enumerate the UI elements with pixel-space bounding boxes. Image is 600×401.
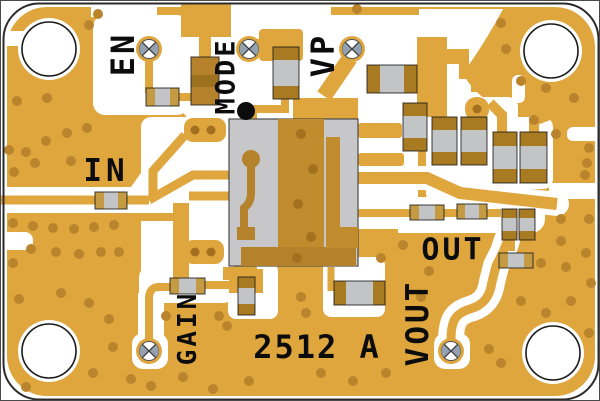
- label-out: OUT: [421, 233, 484, 268]
- label-part-number: 2512 A: [253, 328, 381, 366]
- pad-vias: [190, 104, 482, 257]
- component-resistor: [366, 64, 418, 94]
- component-capacitor: [431, 116, 458, 166]
- component-capacitor: [518, 208, 536, 241]
- test-point-en: [139, 39, 159, 59]
- label-in: IN: [83, 153, 128, 189]
- component-resistor: [409, 204, 445, 221]
- component-capacitor: [492, 131, 518, 184]
- component-capacitor: [460, 116, 488, 166]
- mounting-hole: [523, 23, 579, 79]
- test-point-vp: [342, 39, 362, 59]
- component-capacitor: [402, 102, 428, 152]
- test-point-gain: [139, 341, 159, 361]
- test-point-vout: [441, 341, 461, 361]
- pin1-marker-dot: [237, 102, 255, 120]
- component-resistor: [94, 191, 128, 210]
- component-resistor: [456, 203, 488, 220]
- label-mode: MODE: [211, 37, 242, 114]
- component-capacitor: [272, 46, 300, 100]
- label-en: EN: [104, 32, 142, 77]
- component-resistor: [145, 87, 180, 107]
- silkscreen-labels: EN MODE VP IN GAIN OUT VOUT 2512 A: [83, 32, 484, 367]
- mounting-hole: [21, 323, 77, 379]
- component-dark-pads: [190, 56, 220, 106]
- label-vp: VP: [304, 33, 342, 78]
- label-gain: GAIN: [173, 291, 203, 366]
- component-resistor: [498, 252, 534, 269]
- via-field: [4, 4, 596, 394]
- component-capacitor: [519, 131, 548, 184]
- component-capacitor: [237, 276, 256, 316]
- ic-package: [228, 118, 359, 267]
- components: [94, 46, 548, 316]
- mounting-hole: [21, 21, 77, 77]
- component-tantalum-cap: [333, 280, 386, 306]
- test-point-mode: [239, 39, 259, 59]
- mounting-holes: [21, 21, 581, 381]
- mounting-hole: [525, 325, 581, 381]
- label-vout: VOUT: [400, 280, 436, 367]
- component-resistor: [169, 277, 206, 295]
- ic-thermal-pad: [278, 119, 324, 266]
- test-points: [139, 39, 461, 361]
- component-capacitor: [501, 208, 518, 241]
